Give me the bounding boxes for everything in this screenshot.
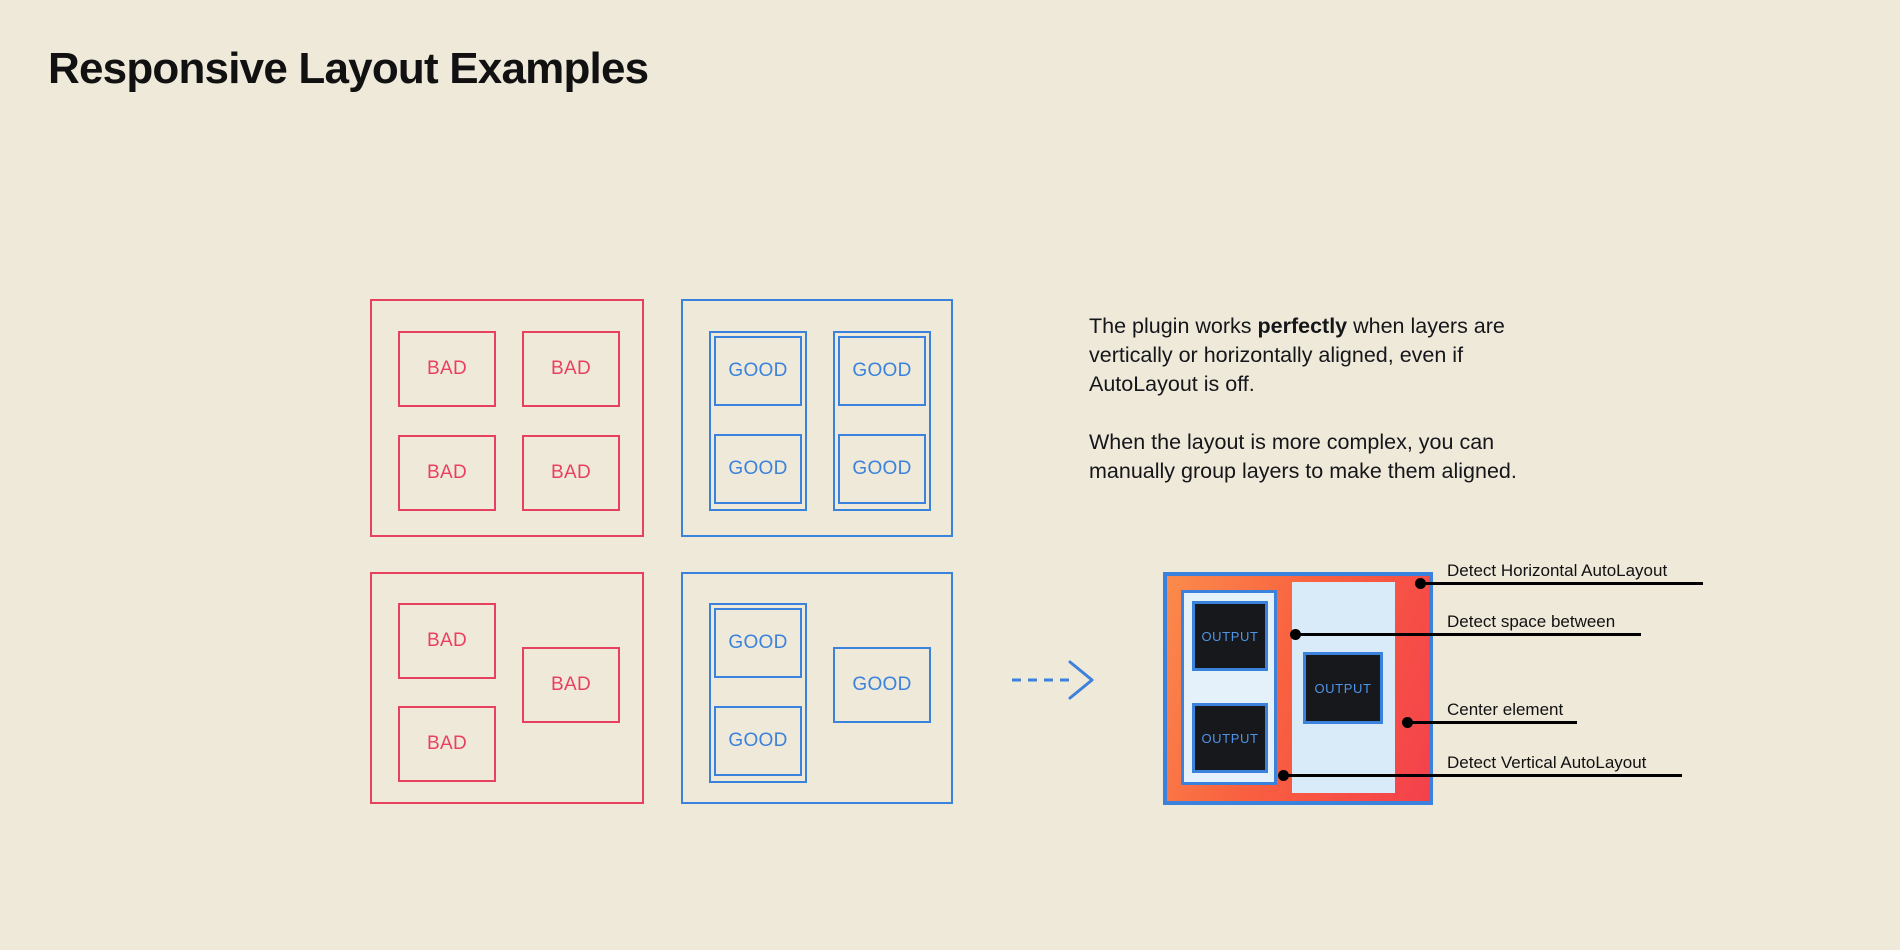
annotation-detect-space-between: Detect space between bbox=[1445, 603, 1641, 636]
example-panel-good-offset: GOOD GOOD GOOD bbox=[681, 572, 953, 804]
layer-group-wrapper: GOOD GOOD bbox=[709, 331, 807, 511]
mockup-left-panel: OUTPUT OUTPUT bbox=[1181, 590, 1277, 785]
layer-cell-label: BAD bbox=[427, 630, 467, 651]
layer-cell-good: GOOD bbox=[833, 647, 931, 723]
leader-line bbox=[1295, 633, 1445, 636]
layer-cell-bad: BAD bbox=[522, 331, 620, 407]
layer-cell-bad: BAD bbox=[398, 706, 496, 782]
paragraph-one-text-after: when layers are vertically or horizontal… bbox=[1089, 314, 1505, 396]
leader-line bbox=[1283, 774, 1445, 777]
paragraph-two: When the layout is more complex, you can… bbox=[1089, 430, 1517, 483]
example-panel-bad-offset: BAD BAD BAD bbox=[370, 572, 644, 804]
layer-cell-label: GOOD bbox=[852, 674, 912, 695]
leader-line bbox=[1407, 721, 1445, 724]
example-panel-bad-grid: BAD BAD BAD BAD bbox=[370, 299, 644, 537]
annotation-label: Center element bbox=[1447, 700, 1564, 719]
output-box: OUTPUT bbox=[1192, 601, 1268, 671]
annotation-underline bbox=[1445, 721, 1577, 724]
annotation-underline bbox=[1445, 582, 1703, 585]
description-copy: The plugin works perfectly when layers a… bbox=[1089, 312, 1549, 486]
detected-layout-mockup: OUTPUT OUTPUT OUTPUT bbox=[1163, 572, 1433, 805]
leader-line bbox=[1420, 582, 1445, 585]
dashed-arrow-right-icon bbox=[1010, 660, 1100, 700]
layer-cell-good: GOOD bbox=[714, 434, 802, 504]
annotation-center-element: Center element bbox=[1445, 691, 1577, 724]
layer-group-wrapper: GOOD GOOD bbox=[709, 603, 807, 783]
layer-cell-label: GOOD bbox=[852, 360, 912, 381]
layer-cell-label: BAD bbox=[427, 462, 467, 483]
layer-cell-bad: BAD bbox=[522, 647, 620, 723]
layer-group-wrapper: GOOD GOOD bbox=[833, 331, 931, 511]
layer-cell-good: GOOD bbox=[838, 336, 926, 406]
layer-cell-bad: BAD bbox=[398, 435, 496, 511]
annotation-underline bbox=[1445, 774, 1682, 777]
layer-cell-label: GOOD bbox=[728, 632, 788, 653]
layer-cell-good: GOOD bbox=[714, 336, 802, 406]
example-panel-good-grid: GOOD GOOD GOOD GOOD bbox=[681, 299, 953, 537]
layer-cell-label: BAD bbox=[551, 674, 591, 695]
annotation-detect-vertical-autolayout: Detect Vertical AutoLayout bbox=[1445, 744, 1682, 777]
paragraph-one-text-before: The plugin works bbox=[1089, 314, 1258, 338]
paragraph-spacer bbox=[1089, 399, 1549, 428]
annotation-label: Detect space between bbox=[1447, 612, 1616, 631]
output-box-label: OUTPUT bbox=[1314, 680, 1372, 696]
layer-cell-label: BAD bbox=[427, 733, 467, 754]
annotation-label: Detect Horizontal AutoLayout bbox=[1447, 561, 1668, 580]
layer-cell-bad: BAD bbox=[398, 603, 496, 679]
output-box: OUTPUT bbox=[1192, 703, 1268, 773]
output-box-label: OUTPUT bbox=[1201, 628, 1259, 644]
layer-cell-label: GOOD bbox=[728, 458, 788, 479]
mockup-right-panel: OUTPUT bbox=[1292, 582, 1395, 793]
annotation-detect-horizontal-autolayout: Detect Horizontal AutoLayout bbox=[1445, 552, 1703, 585]
layer-cell-label: GOOD bbox=[852, 458, 912, 479]
layer-cell-bad: BAD bbox=[398, 331, 496, 407]
paragraph-one-emphasis: perfectly bbox=[1257, 314, 1348, 338]
layer-cell-bad: BAD bbox=[522, 435, 620, 511]
paragraph-one: The plugin works perfectly when layers a… bbox=[1089, 312, 1549, 399]
output-box-label: OUTPUT bbox=[1201, 730, 1259, 746]
layer-cell-label: BAD bbox=[551, 462, 591, 483]
annotation-underline bbox=[1445, 633, 1641, 636]
page-title: Responsive Layout Examples bbox=[48, 44, 649, 93]
layer-cell-good: GOOD bbox=[714, 706, 802, 776]
layer-cell-label: GOOD bbox=[728, 730, 788, 751]
annotation-label: Detect Vertical AutoLayout bbox=[1447, 753, 1647, 772]
layer-cell-label: BAD bbox=[551, 358, 591, 379]
layer-cell-good: GOOD bbox=[838, 434, 926, 504]
output-box: OUTPUT bbox=[1303, 652, 1383, 724]
layer-cell-good: GOOD bbox=[714, 608, 802, 678]
layer-cell-label: BAD bbox=[427, 358, 467, 379]
layer-cell-label: GOOD bbox=[728, 360, 788, 381]
